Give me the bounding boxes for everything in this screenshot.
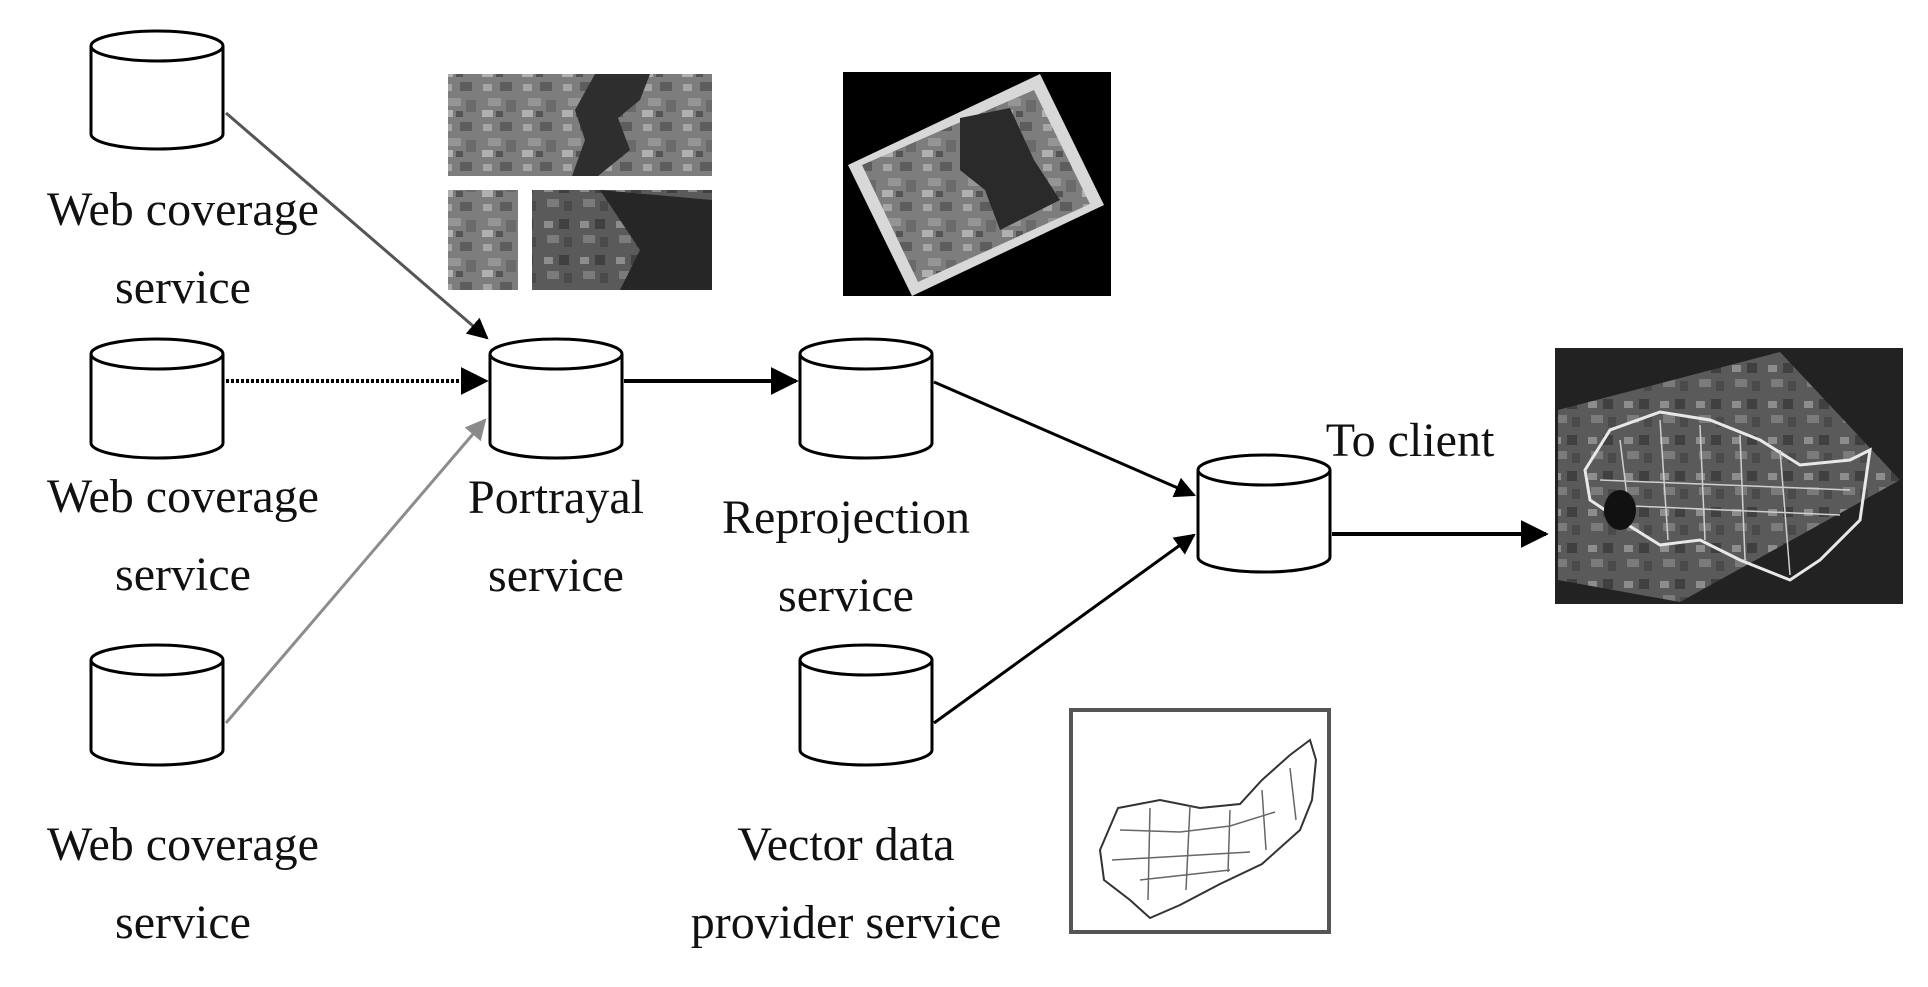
database-icon-wcs-mid <box>89 337 225 460</box>
label-to-client: To client <box>1310 402 1510 480</box>
database-icon-reprojection <box>798 337 934 460</box>
label-wcs-bottom-line2: service <box>115 896 251 949</box>
arrow-reprojection-to-merge <box>933 380 1196 498</box>
arrow-wcs-top-to-portrayal <box>225 111 489 340</box>
arrow-wcs-bottom-to-portrayal <box>224 418 487 724</box>
reprojected-image <box>843 72 1111 296</box>
label-wcs-top-line1: Web coverage <box>47 183 319 236</box>
label-wcs-bottom-line1: Web coverage <box>47 818 319 871</box>
label-portrayal-line1: Portrayal <box>468 471 644 524</box>
label-reprojection-line1: Reprojection <box>722 491 970 544</box>
vector-map-image <box>1069 708 1331 934</box>
database-icon-portrayal <box>488 337 624 460</box>
label-wcs-top: Web coverage service <box>33 171 333 327</box>
label-vector-line1: Vector data <box>737 818 955 871</box>
database-icon-vector <box>798 643 934 767</box>
label-wcs-mid-line2: service <box>115 548 251 601</box>
arrow-vector-to-merge <box>933 533 1196 725</box>
label-wcs-bottom: Web coverage service <box>33 806 333 962</box>
label-wcs-mid-line1: Web coverage <box>47 470 319 523</box>
database-icon-wcs-bottom <box>89 643 225 767</box>
satellite-tiles-image <box>448 74 712 290</box>
label-wcs-mid: Web coverage service <box>33 458 333 614</box>
label-portrayal-line2: service <box>488 549 624 602</box>
label-portrayal: Portrayal service <box>416 459 696 615</box>
database-icon-merge <box>1196 453 1332 574</box>
label-reprojection: Reprojection service <box>696 479 996 635</box>
label-vector-line2: provider service <box>690 896 1002 949</box>
client-result-image <box>1555 348 1903 604</box>
label-vector: Vector data provider service <box>656 806 1036 962</box>
label-to-client-text: To client <box>1325 414 1495 467</box>
label-wcs-top-line2: service <box>115 261 251 314</box>
label-reprojection-line2: service <box>778 569 914 622</box>
database-icon-wcs-top <box>89 29 225 151</box>
